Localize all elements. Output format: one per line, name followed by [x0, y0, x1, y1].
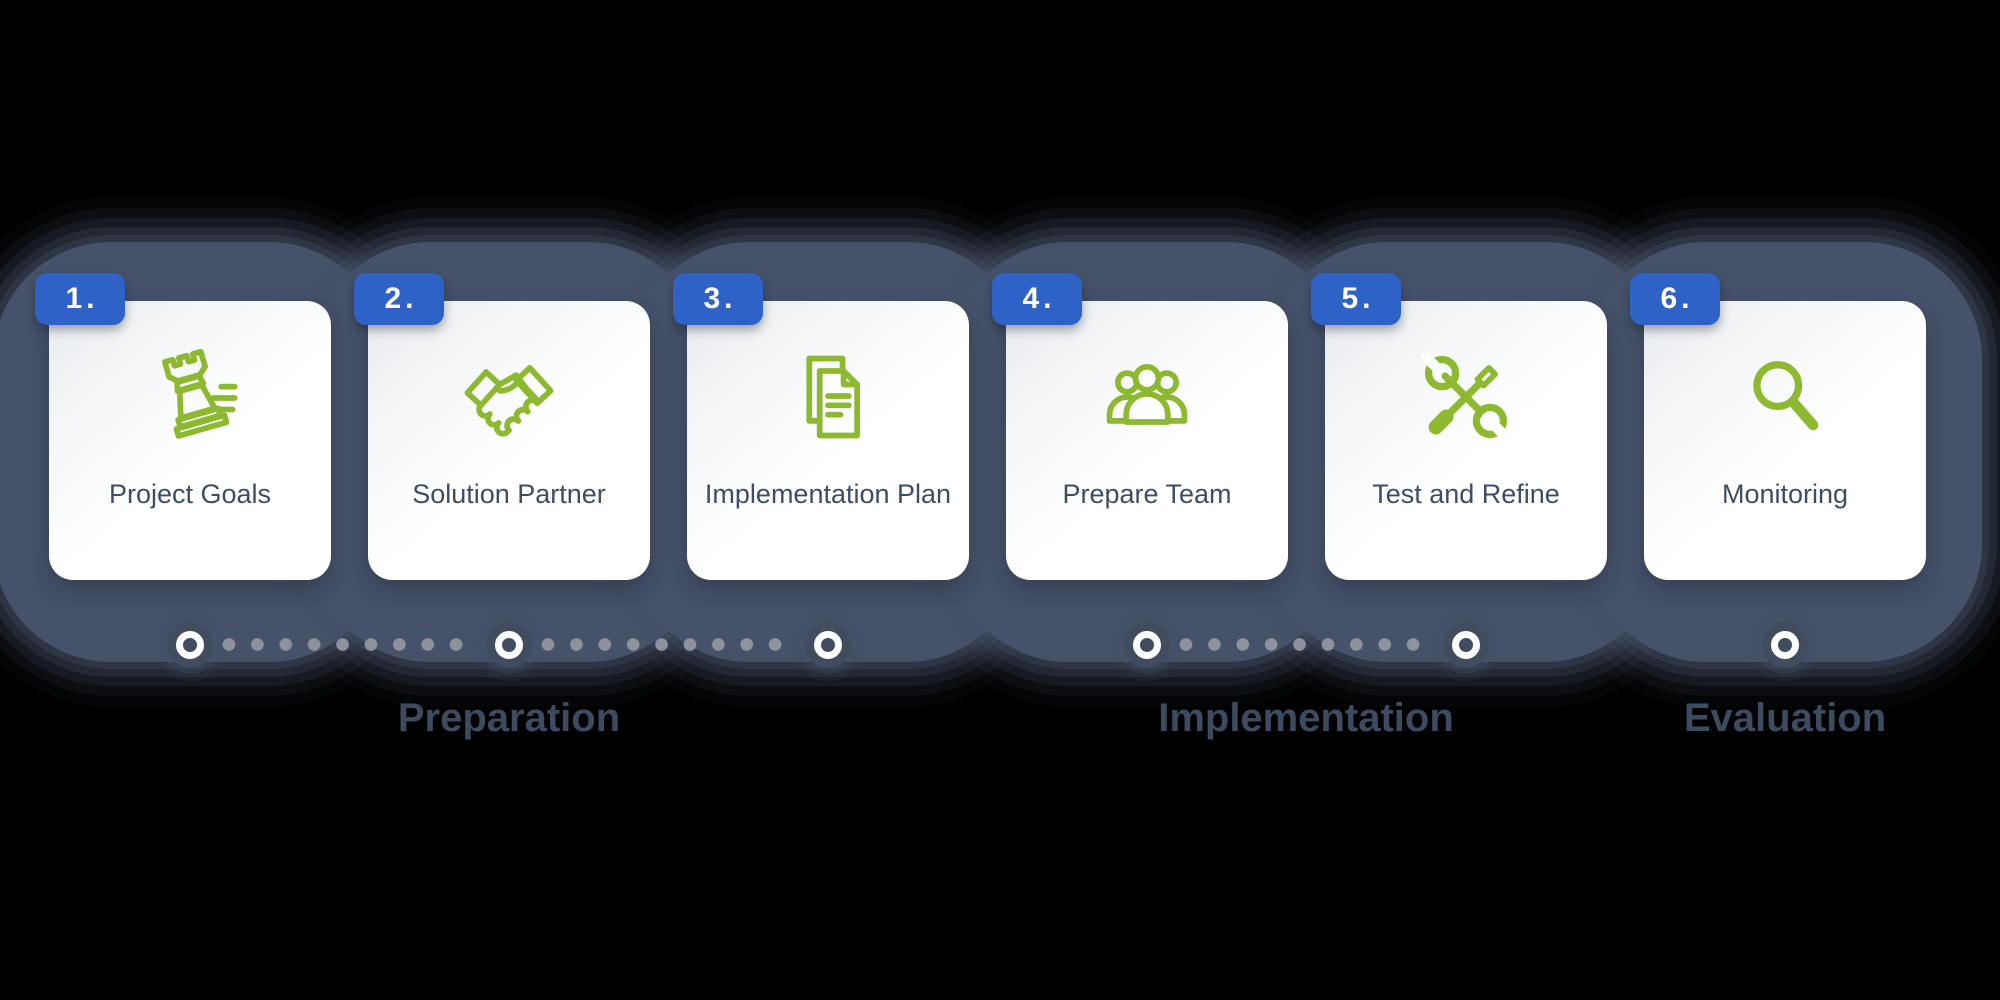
step-6-number-badge: 6.: [1630, 273, 1720, 325]
step-6-group: 6. Monitoring: [1588, 0, 1982, 1000]
timeline-node-1: [167, 622, 213, 668]
step-1-number-badge: 1.: [35, 273, 125, 325]
phase-label-preparation: Preparation: [397, 696, 621, 740]
team-icon: [1095, 345, 1199, 449]
timeline-ring-3: [814, 631, 842, 659]
timeline-ring-5: [1452, 631, 1480, 659]
timeline-ring-4: [1133, 631, 1161, 659]
timeline-node-5: [1443, 622, 1489, 668]
step-6-label: Monitoring: [1721, 479, 1849, 509]
phase-label-implementation: Implementation: [1158, 696, 1454, 740]
step-3-group: 3. Implementation Plan: [631, 0, 1025, 1000]
timeline-ring-2: [495, 631, 523, 659]
timeline-node-2: [486, 622, 532, 668]
step-1-group: 1. Project Goals: [0, 0, 387, 1000]
step-4-card: 4. Prepare Team: [992, 273, 1288, 580]
step-2-number-badge: 2.: [354, 273, 444, 325]
timeline-node-3: [805, 622, 851, 668]
step-1-label: Project Goals: [108, 479, 272, 509]
step-4-number-badge: 4.: [992, 273, 1082, 325]
step-2-card: 2. Solution Partner: [354, 273, 650, 580]
step-2-group: 2. Solution Partner: [312, 0, 706, 1000]
timeline-node-4: [1124, 622, 1170, 668]
dotted-connector-2-3: [541, 637, 796, 652]
timeline-ring-1: [176, 631, 204, 659]
step-5-label: Test and Refine: [1372, 479, 1560, 509]
step-3-label: Implementation Plan: [704, 479, 952, 509]
step-4-label: Prepare Team: [1062, 479, 1232, 509]
dotted-connector-1-2: [222, 637, 477, 652]
magnifier-icon: [1733, 345, 1837, 449]
step-3-card: 3. Implementation Plan: [673, 273, 969, 580]
step-5-number-badge: 5.: [1311, 273, 1401, 325]
step-5-card: 5. Test and Refine: [1311, 273, 1607, 580]
timeline-ring-6: [1771, 631, 1799, 659]
step-3-number-badge: 3.: [673, 273, 763, 325]
step-6-card: 6. Monitoring: [1630, 273, 1926, 580]
step-4-group: 4. Prepare Team: [950, 0, 1344, 1000]
handshake-icon: [457, 345, 561, 449]
chess-rook-icon: [138, 345, 242, 449]
step-2-label: Solution Partner: [412, 479, 606, 509]
documents-icon: [776, 345, 880, 449]
dotted-connector-4-5: [1179, 637, 1434, 652]
timeline-node-6: [1762, 622, 1808, 668]
step-1-card: 1. Project Goals: [35, 273, 331, 580]
phase-label-evaluation: Evaluation: [1683, 696, 1887, 740]
step-5-group: 5. Test and Refine: [1269, 0, 1663, 1000]
tools-icon: [1414, 345, 1518, 449]
